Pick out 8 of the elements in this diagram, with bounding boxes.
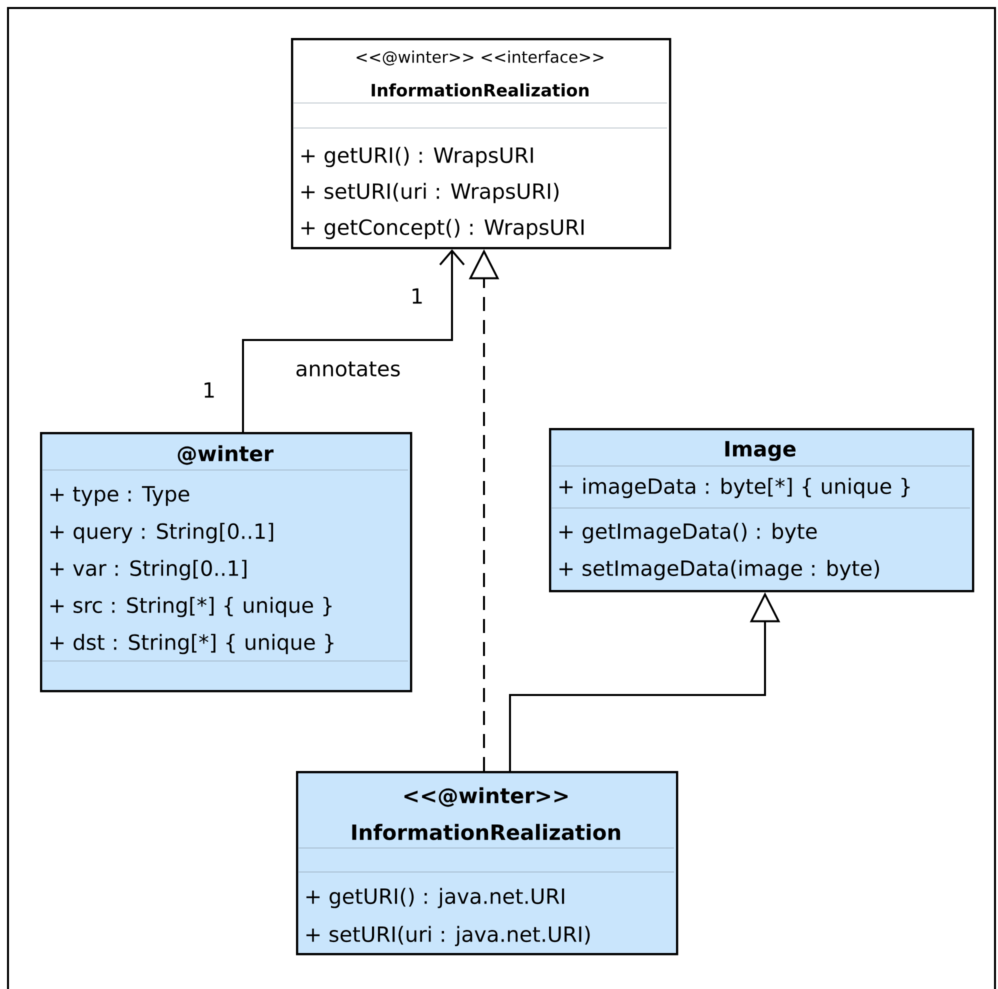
class-box: <<@winter>> InformationRealization + getURI() : java.net.URI + setURI(uri : java.net.URI) <box>296 771 678 956</box>
multiplicity-label: 1 <box>204 382 214 398</box>
class-box: Image + imageData : byte[*] { unique } + getImageData() : byte + setImageData(image : byte) <box>549 428 974 592</box>
association-arrow <box>242 249 465 432</box>
edge-label: annotates <box>294 360 402 378</box>
class-box: <<@winter>> <<interface>> InformationRealization + getURI() : WrapsURI + setURI(uri : WrapsURI) + getConcept() : WrapsURI <box>291 38 672 250</box>
class-box: @winter + type : Type + query : String[0..1] + var : String[0..1] + src : String[*] { unique } + dst : String[*] { unique } <box>40 432 412 692</box>
multiplicity-label: 1 <box>412 288 422 304</box>
